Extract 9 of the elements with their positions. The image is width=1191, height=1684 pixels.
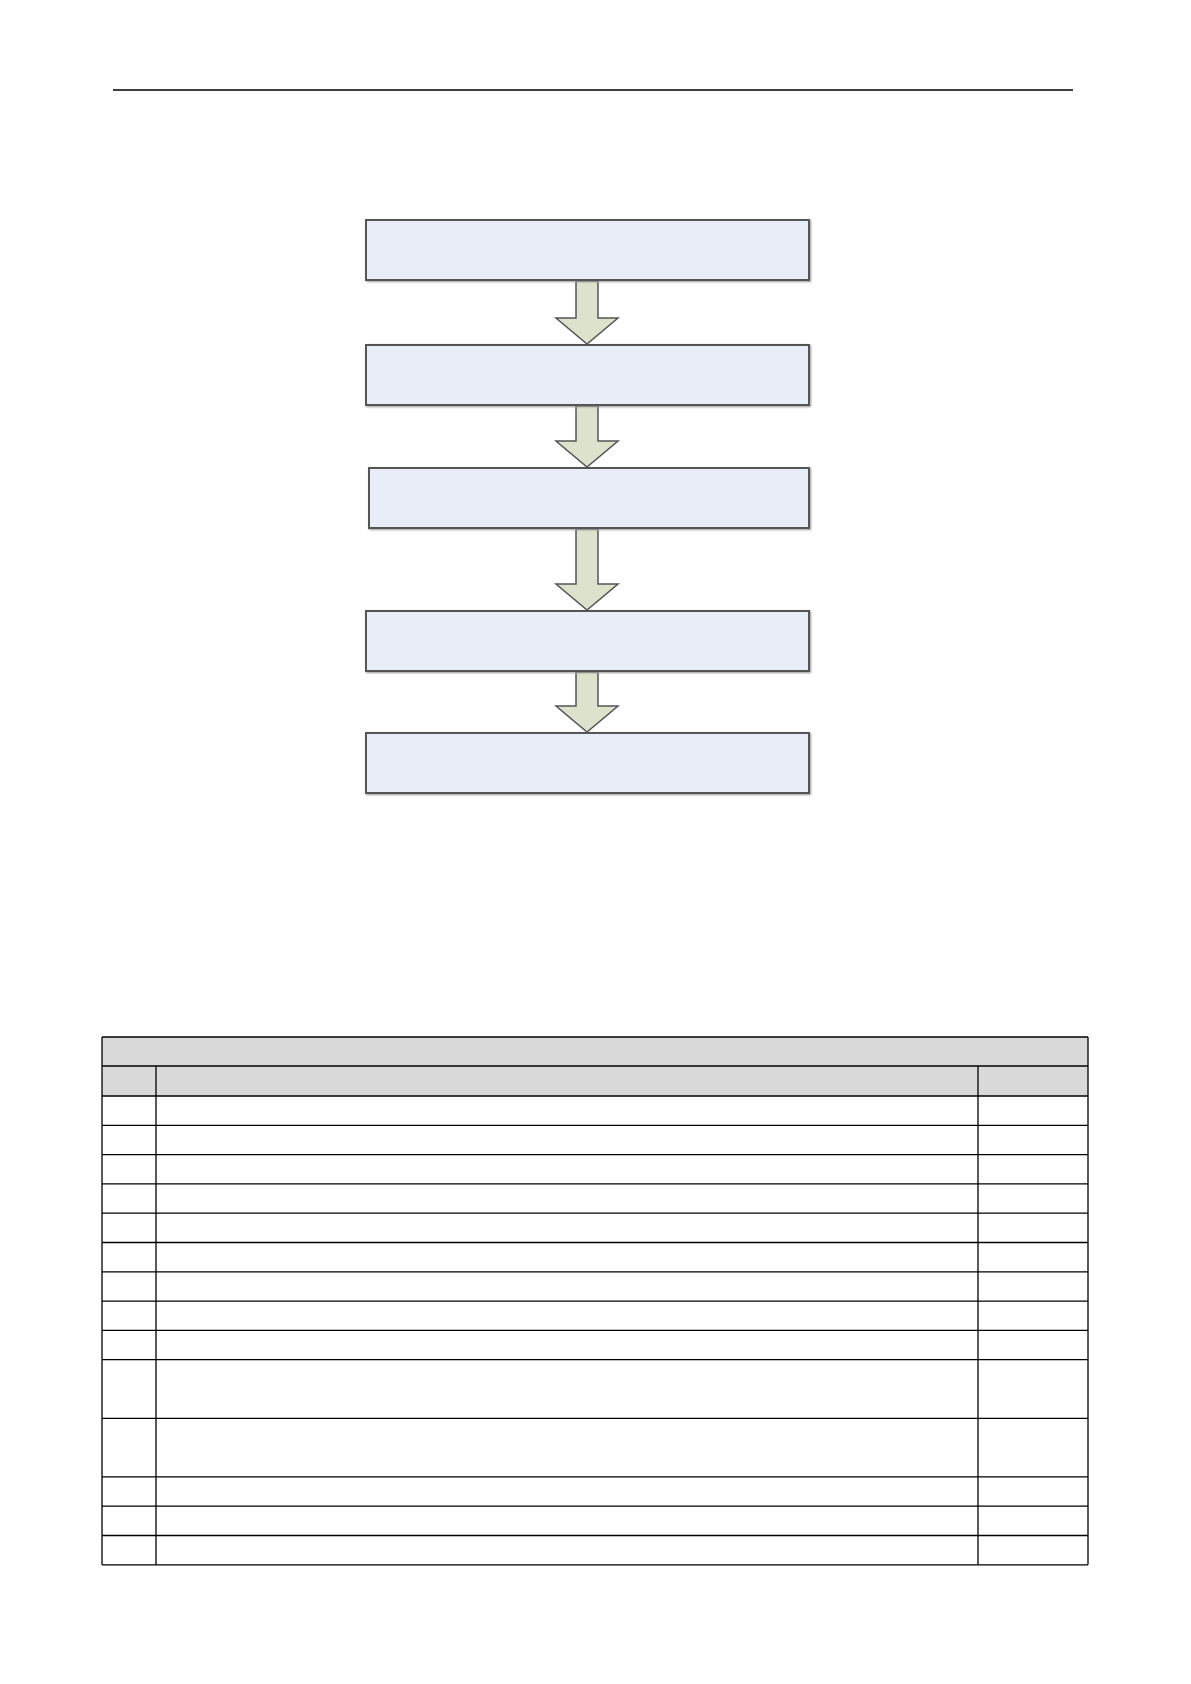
block-arrow (553, 405, 621, 468)
process-box (365, 610, 810, 672)
block-arrow (553, 671, 621, 733)
process-box (365, 344, 810, 406)
block-arrow (553, 280, 621, 345)
process-box (368, 467, 810, 529)
process-box (365, 732, 810, 794)
block-arrow (553, 528, 621, 611)
process-box (365, 219, 810, 281)
